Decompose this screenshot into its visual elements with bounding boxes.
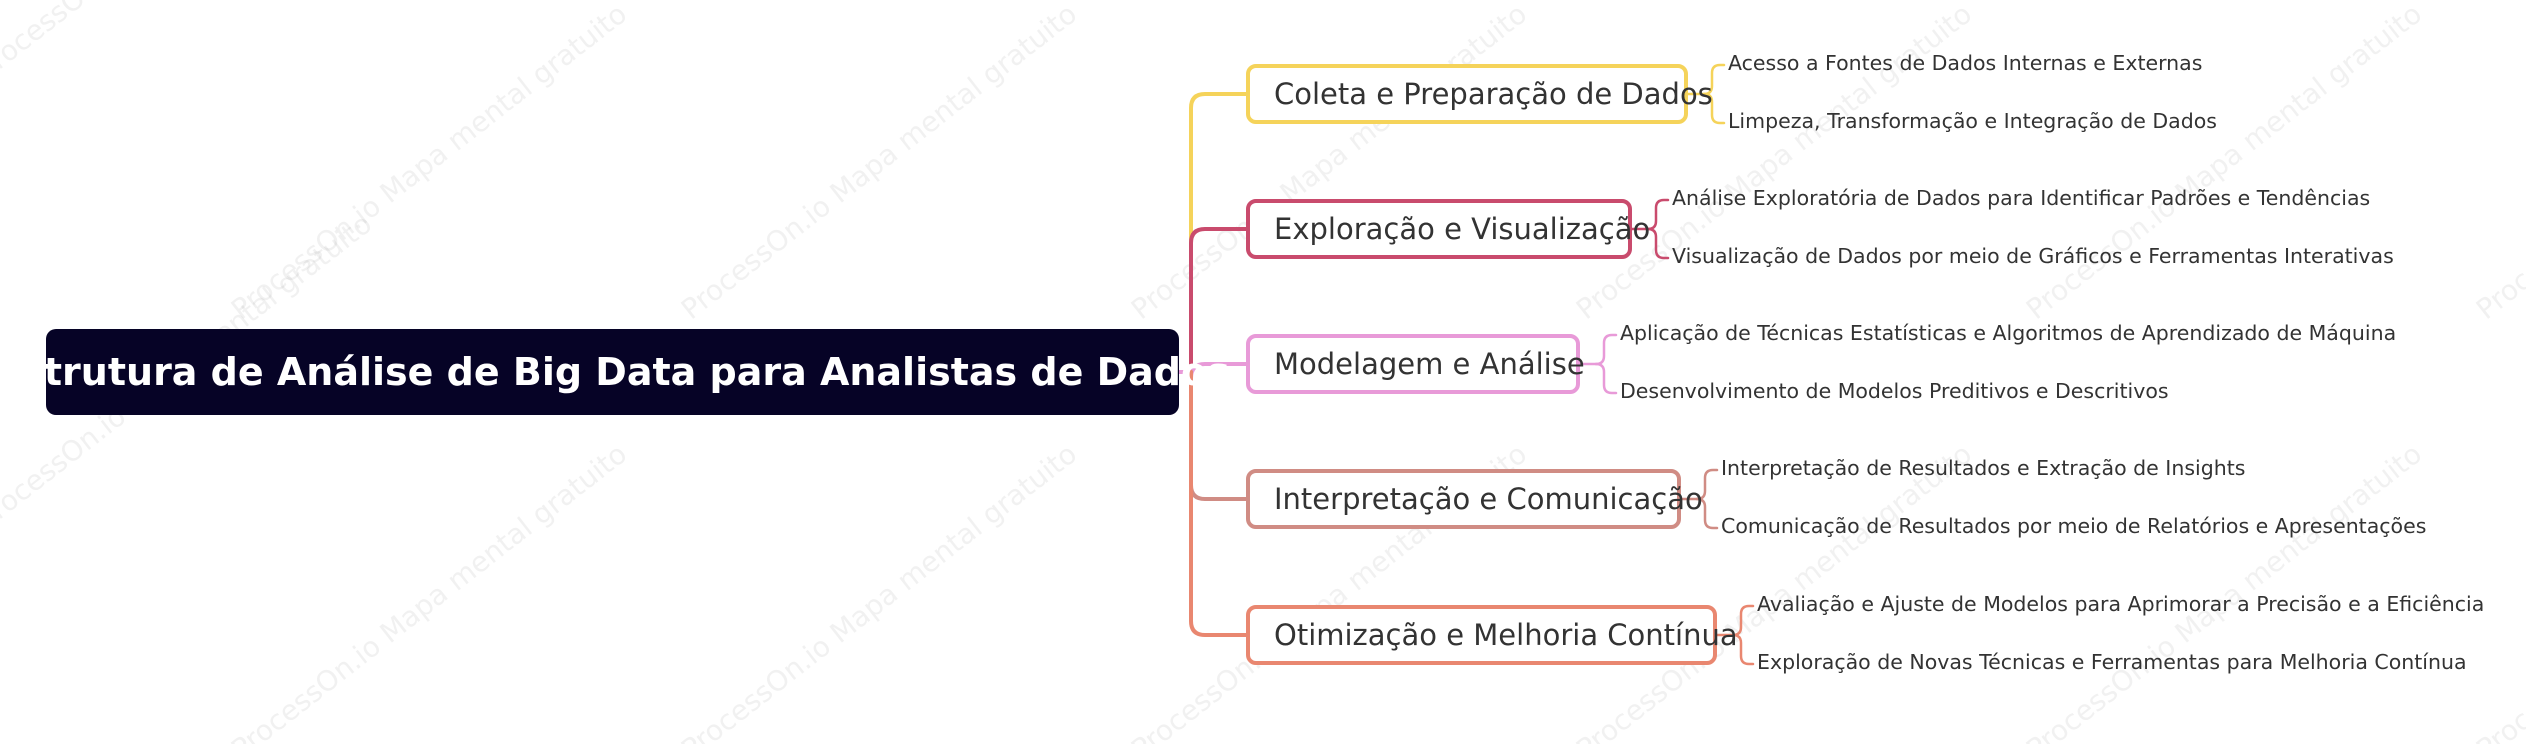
- leaf-connector: [1695, 468, 1719, 501]
- branch-topic[interactable]: Exploração e Visualização: [1246, 199, 1650, 259]
- branch-topic[interactable]: Interpretação e Comunicação: [1246, 469, 1703, 529]
- root-topic[interactable]: Estrutura de Análise de Big Data para An…: [0, 329, 1230, 415]
- branch-connector: [1189, 370, 1248, 637]
- leaf-connector: [1702, 92, 1726, 125]
- branch-connector: [1189, 92, 1248, 374]
- leaf-connector: [1702, 63, 1726, 96]
- leaf-connector: [1594, 333, 1618, 366]
- branch-topic[interactable]: Modelagem e Análise: [1246, 334, 1585, 394]
- branch-topic[interactable]: Otimização e Melhoria Contínua: [1246, 605, 1738, 665]
- leaf-connector: [1695, 497, 1719, 530]
- leaf-connector: [1594, 362, 1618, 395]
- branch-connector: [1189, 227, 1248, 374]
- leaf-topic[interactable]: Desenvolvimento de Modelos Preditivos e …: [1620, 379, 2169, 403]
- leaf-topic[interactable]: Acesso a Fontes de Dados Internas e Exte…: [1728, 51, 2203, 75]
- leaf-topic[interactable]: Avaliação e Ajuste de Modelos para Aprim…: [1757, 592, 2485, 616]
- leaf-connector: [1731, 604, 1755, 637]
- leaf-topic[interactable]: Interpretação de Resultados e Extração d…: [1721, 456, 2246, 480]
- leaf-topic[interactable]: Exploração de Novas Técnicas e Ferrament…: [1757, 650, 2467, 674]
- leaf-topic[interactable]: Comunicação de Resultados por meio de Re…: [1721, 514, 2427, 538]
- leaf-topic[interactable]: Limpeza, Transformação e Integração de D…: [1728, 109, 2217, 133]
- branch-topic[interactable]: Coleta e Preparação de Dados: [1246, 64, 1713, 124]
- leaf-topic[interactable]: Aplicação de Técnicas Estatísticas e Alg…: [1620, 321, 2397, 345]
- leaf-connector: [1646, 227, 1670, 260]
- leaf-topic[interactable]: Visualização de Dados por meio de Gráfic…: [1672, 244, 2394, 268]
- leaf-connector: [1731, 633, 1755, 666]
- leaf-topic[interactable]: Análise Exploratória de Dados para Ident…: [1672, 186, 2371, 210]
- leaf-connector: [1646, 198, 1670, 231]
